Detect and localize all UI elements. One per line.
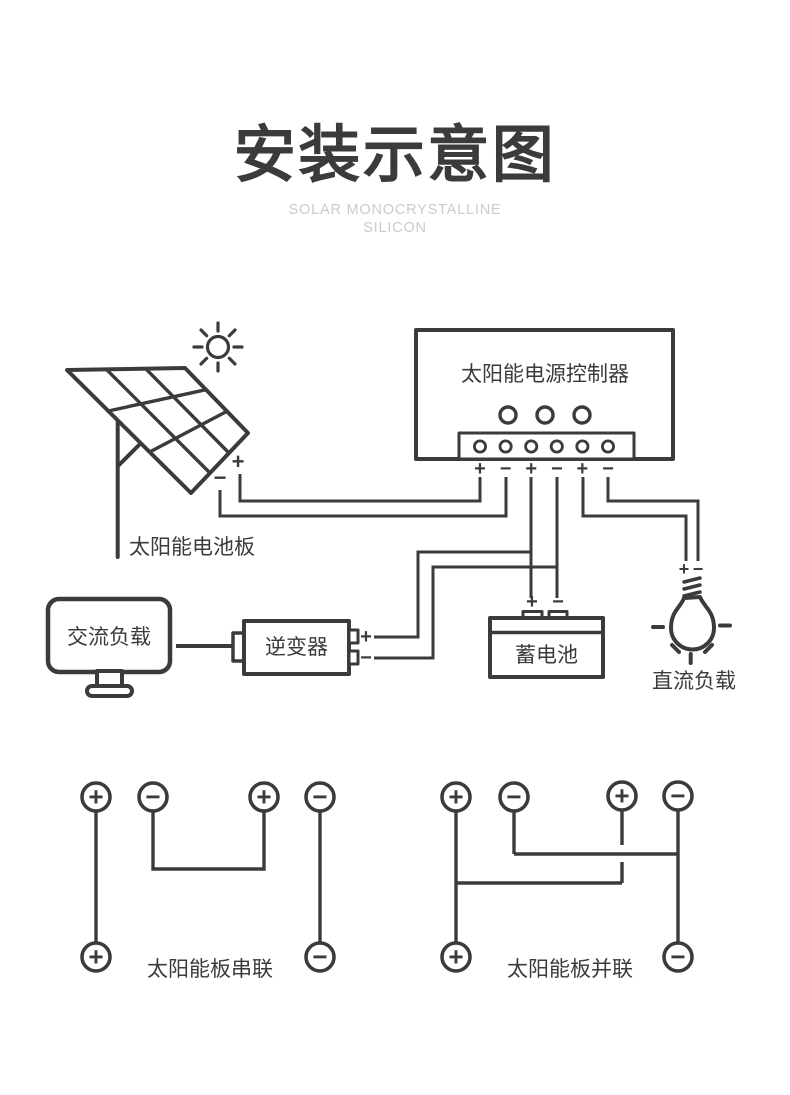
- svg-text:+: +: [88, 782, 103, 812]
- dc-load-bulb-icon: [651, 576, 732, 665]
- inverter-minus-mark: −: [360, 647, 372, 669]
- dc-load-label: 直流负载: [652, 670, 736, 693]
- svg-text:+: +: [614, 781, 629, 811]
- parallel-connection-diagram: + − + − + − 太阳能板并联: [440, 780, 694, 981]
- subtitle-line2: SILICON: [363, 220, 427, 236]
- wire-inverter-minus: [374, 565, 557, 660]
- terminal-strip: [457, 431, 636, 461]
- ac-load-monitor-icon: [45, 596, 173, 698]
- svg-text:−: −: [312, 942, 327, 972]
- controller-label: 太阳能电源控制器: [461, 363, 629, 386]
- bulb-minus-mark: −: [693, 559, 704, 579]
- svg-text:+: +: [88, 942, 103, 972]
- solar-panel-label: 太阳能电池板: [129, 536, 255, 559]
- plus-terminal-icon: +: [606, 780, 638, 812]
- wire-controller-bulb-plus: [581, 477, 688, 561]
- battery-icon: [488, 610, 605, 679]
- wire-panel-minus: [218, 477, 508, 518]
- wire-controller-bulb-minus: [606, 477, 700, 561]
- svg-text:+: +: [448, 942, 463, 972]
- sun-icon: [192, 321, 244, 373]
- battery-plus-mark: +: [526, 591, 538, 613]
- led-indicator: [498, 405, 518, 425]
- battery-minus-mark: −: [552, 591, 564, 613]
- terminal-3-plus-mark: +: [525, 458, 537, 480]
- minus-terminal-icon: −: [662, 780, 694, 812]
- series-connection-diagram: + − + − + − 太阳能板串联: [80, 781, 336, 981]
- minus-terminal-icon: −: [304, 941, 336, 973]
- ac-load-label: 交流负载: [67, 626, 151, 649]
- parallel-label: 太阳能板并联: [507, 958, 633, 981]
- panel-plus-mark: +: [232, 449, 245, 474]
- svg-text:−: −: [670, 781, 685, 811]
- page-title: 安装示意图: [234, 121, 557, 190]
- inverter-box: [231, 619, 360, 676]
- subtitle-line1: SOLAR MONOCRYSTALLINE: [289, 202, 502, 218]
- terminal-6-minus-mark: −: [602, 458, 614, 480]
- svg-text:−: −: [506, 782, 521, 812]
- minus-terminal-icon: −: [662, 941, 694, 973]
- svg-text:−: −: [670, 942, 685, 972]
- terminal-5-plus-mark: +: [577, 458, 589, 480]
- wire-inverter-plus: [374, 550, 531, 639]
- minus-terminal-icon: −: [304, 781, 336, 813]
- svg-text:−: −: [312, 782, 327, 812]
- terminal-2-minus-mark: −: [500, 458, 512, 480]
- led-indicator: [572, 405, 592, 425]
- led-indicator: [535, 405, 555, 425]
- battery-label: 蓄电池: [515, 644, 578, 667]
- bulb-plus-mark: +: [679, 559, 690, 579]
- wire-panel-plus: [238, 474, 482, 503]
- svg-text:+: +: [256, 782, 271, 812]
- panel-minus-mark: −: [214, 465, 227, 490]
- terminal-4-minus-mark: −: [551, 458, 563, 480]
- plus-terminal-icon: +: [440, 781, 472, 813]
- svg-text:+: +: [448, 782, 463, 812]
- inverter-plus-mark: +: [360, 626, 372, 648]
- plus-terminal-icon: +: [440, 941, 472, 973]
- plus-terminal-icon: +: [80, 941, 112, 973]
- controller-box: [414, 328, 675, 461]
- minus-terminal-icon: −: [137, 781, 169, 813]
- plus-terminal-icon: +: [248, 781, 280, 813]
- solar-panel-icon: [65, 366, 250, 559]
- inverter-label: 逆变器: [265, 636, 328, 659]
- series-label: 太阳能板串联: [147, 958, 273, 981]
- svg-text:−: −: [145, 782, 160, 812]
- plus-terminal-icon: +: [80, 781, 112, 813]
- minus-terminal-icon: −: [498, 781, 530, 813]
- terminal-1-plus-mark: +: [474, 458, 486, 480]
